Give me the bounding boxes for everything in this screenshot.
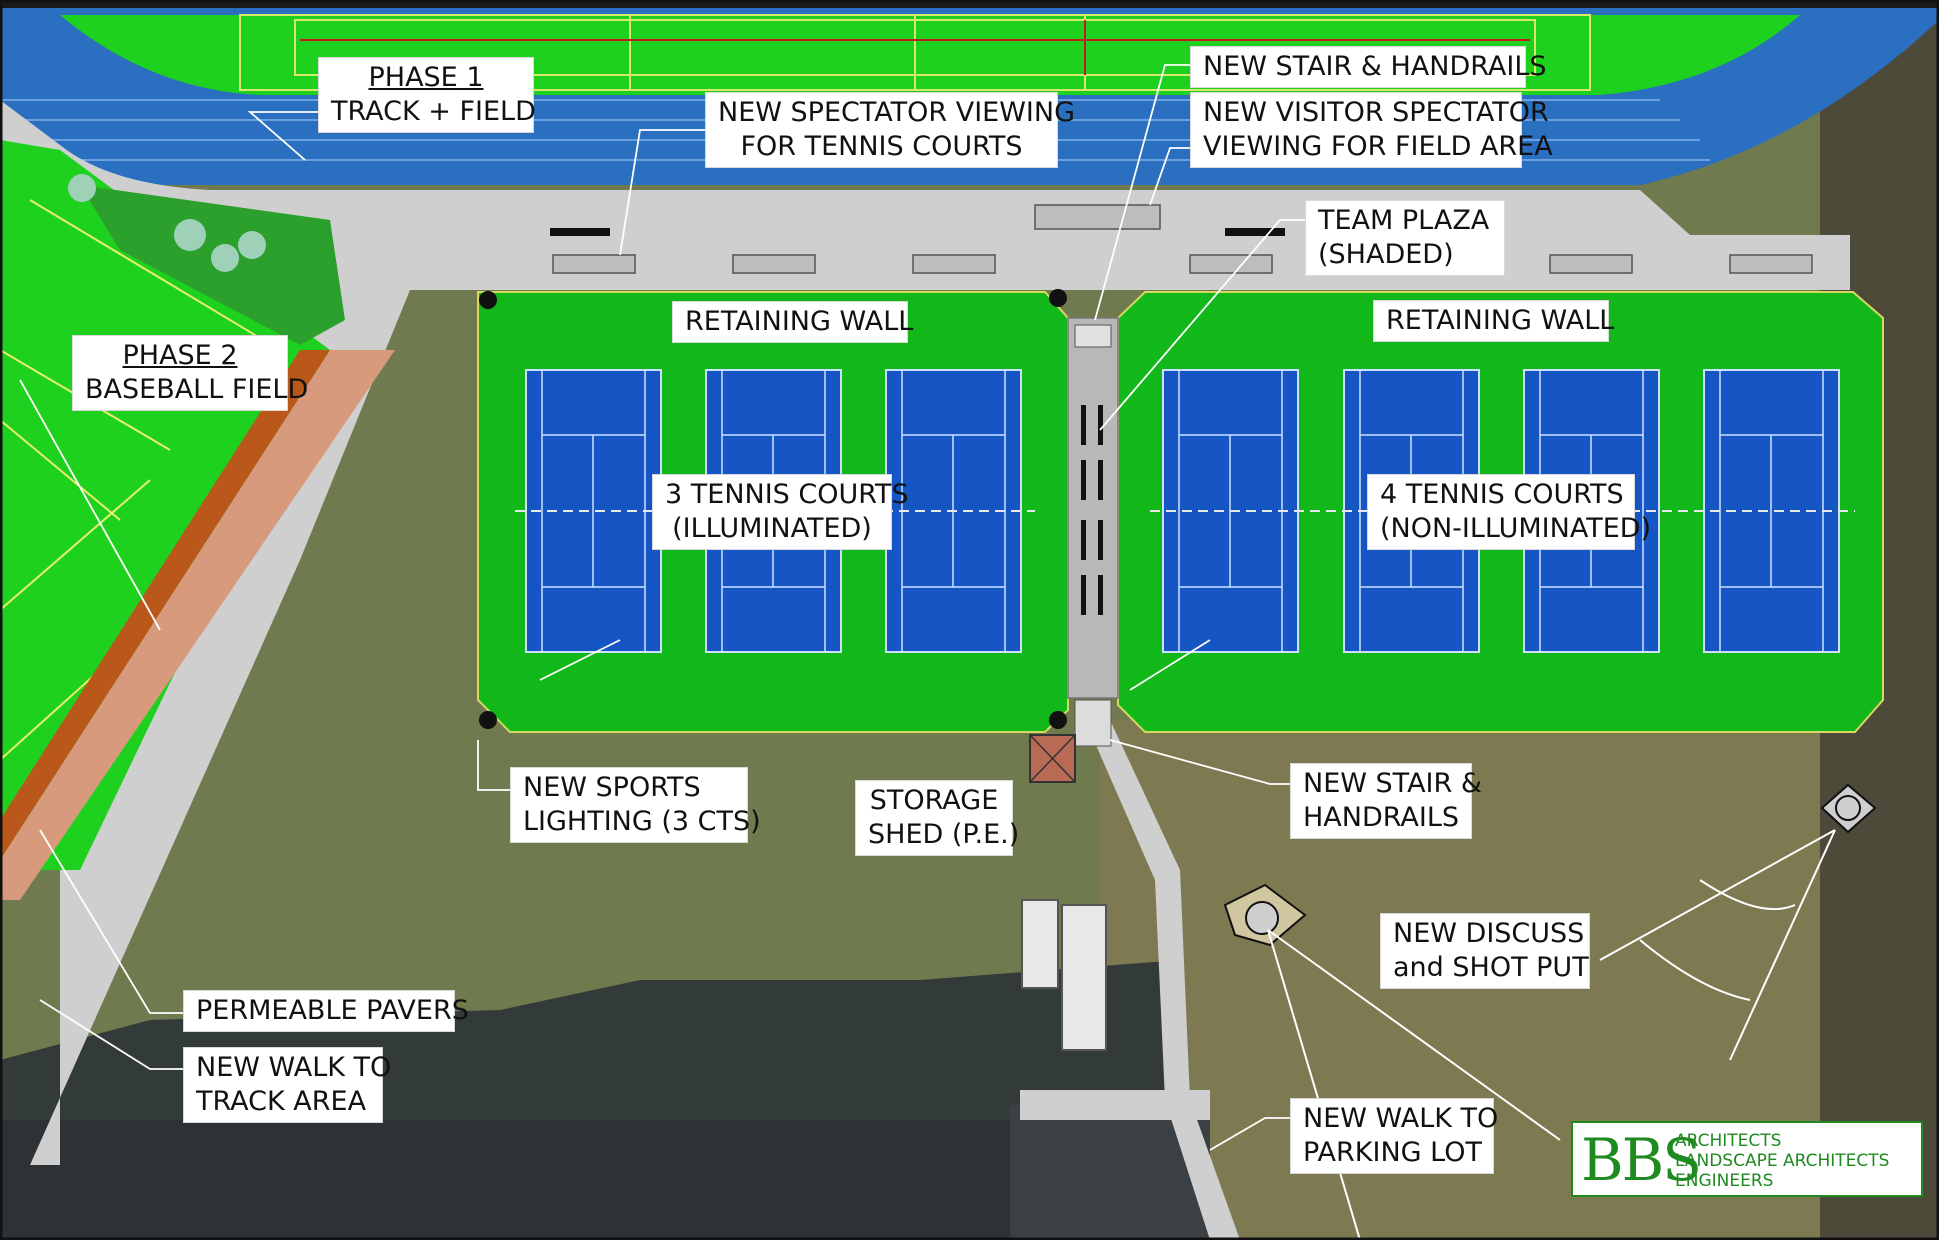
label-walk-parking-line1: NEW WALK TO — [1303, 1103, 1499, 1134]
shot-put-ring — [1835, 795, 1861, 821]
label-retaining-wall-right: RETAINING WALL — [1373, 300, 1615, 342]
label-retaining-wall-right-text: RETAINING WALL — [1386, 305, 1615, 336]
firm-logo-mark: BBS — [1581, 1126, 1702, 1194]
baseball-warning-track — [0, 350, 330, 860]
landscape-bed — [80, 185, 345, 345]
label-discus: NEW DISCUSS and SHOT PUT — [1380, 913, 1590, 989]
label-permeable-pavers: PERMEABLE PAVERS — [183, 990, 469, 1032]
label-walk-parking: NEW WALK TO PARKING LOT — [1290, 1098, 1499, 1174]
label-team-plaza-line1: TEAM PLAZA — [1318, 205, 1490, 236]
building-roof — [0, 1120, 1210, 1240]
spectator-benches — [552, 204, 1813, 274]
label-discus-line2: and SHOT PUT — [1393, 952, 1589, 983]
baseball-field — [0, 140, 330, 870]
discus-ring — [1245, 901, 1279, 935]
tree-1 — [68, 174, 96, 202]
tree-3 — [211, 244, 239, 272]
firm-logo-line1: ARCHITECTS — [1675, 1131, 1782, 1151]
label-walk-track-line2: TRACK AREA — [196, 1086, 367, 1117]
south-walk-cross — [1020, 1090, 1210, 1120]
label-storage-shed-line1: STORAGE — [869, 785, 999, 816]
south-walk — [1085, 720, 1240, 1240]
firm-logo: BBS ARCHITECTS LANDSCAPE ARCHITECTS ENGI… — [1571, 1121, 1923, 1197]
label-stair-top-line1: NEW STAIR & HANDRAILS — [1203, 51, 1547, 82]
label-stair-bottom: NEW STAIR & HANDRAILS — [1290, 763, 1482, 839]
label-walk-track-line1: NEW WALK TO — [196, 1052, 392, 1083]
label-discus-line1: NEW DISCUSS — [1393, 918, 1585, 949]
label-tennis-right-line2: (NON-ILLUMINATED) — [1380, 513, 1652, 544]
label-phase-2: PHASE 2 BASEBALL FIELD — [72, 335, 309, 411]
light-poles — [479, 228, 1285, 729]
label-visitor-spectator: NEW VISITOR SPECTATOR VIEWING FOR FIELD … — [1190, 92, 1553, 168]
label-phase-1-title: PHASE 1 — [368, 62, 484, 93]
tree-2 — [174, 219, 206, 251]
label-sports-lighting-line1: NEW SPORTS — [523, 772, 701, 803]
firm-logo-disciplines: ARCHITECTS LANDSCAPE ARCHITECTS ENGINEER… — [1675, 1131, 1889, 1191]
label-tennis-right-line1: 4 TENNIS COURTS — [1380, 479, 1624, 510]
label-spectator-tennis-line2: FOR TENNIS COURTS — [740, 131, 1023, 162]
stair-handrails — [1081, 405, 1103, 615]
firm-logo-line2: LANDSCAPE ARCHITECTS — [1675, 1151, 1890, 1171]
stair-treads-bottom — [1074, 699, 1112, 747]
label-stair-bottom-line1: NEW STAIR & — [1303, 768, 1482, 799]
tree-4 — [238, 231, 266, 259]
field-markings — [239, 14, 1591, 91]
stair-treads-top — [1074, 324, 1112, 348]
throwing-sectors — [1267, 829, 1836, 1240]
leader-lines — [19, 64, 1305, 1151]
pavers-strip — [0, 350, 395, 900]
label-visitor-spectator-line2: VIEWING FOR FIELD AREA — [1203, 131, 1553, 162]
label-retaining-wall-left: RETAINING WALL — [672, 301, 914, 343]
label-phase-1: PHASE 1 TRACK + FIELD — [318, 57, 536, 133]
label-spectator-tennis: NEW SPECTATOR VIEWING FOR TENNIS COURTS — [705, 92, 1075, 168]
label-stair-top: NEW STAIR & HANDRAILS — [1190, 46, 1547, 88]
field-red-lines — [300, 20, 1530, 75]
label-tennis-left: 3 TENNIS COURTS (ILLUMINATED) — [652, 474, 909, 550]
track-edge — [0, 0, 1939, 8]
label-visitor-spectator-line1: NEW VISITOR SPECTATOR — [1203, 97, 1549, 128]
label-permeable-pavers-text: PERMEABLE PAVERS — [196, 995, 469, 1026]
truck-2 — [1061, 904, 1107, 1051]
label-sports-lighting-line2: LIGHTING (3 CTS) — [523, 806, 761, 837]
label-walk-parking-line2: PARKING LOT — [1303, 1137, 1482, 1168]
label-storage-shed-line2: SHED (P.E.) — [868, 819, 1020, 850]
label-sports-lighting: NEW SPORTS LIGHTING (3 CTS) — [510, 767, 761, 843]
label-walk-track: NEW WALK TO TRACK AREA — [183, 1047, 392, 1123]
label-spectator-tennis-line1: NEW SPECTATOR VIEWING — [718, 97, 1075, 128]
central-stair — [1067, 317, 1119, 699]
label-phase-2-title: PHASE 2 — [122, 340, 238, 371]
truck-1 — [1021, 899, 1059, 989]
firm-logo-line3: ENGINEERS — [1675, 1171, 1774, 1191]
label-tennis-left-line1: 3 TENNIS COURTS — [665, 479, 909, 510]
label-storage-shed: STORAGE SHED (P.E.) — [855, 780, 1020, 856]
label-phase-1-subtitle: TRACK + FIELD — [331, 96, 536, 127]
label-stair-bottom-line2: HANDRAILS — [1303, 802, 1460, 833]
label-phase-2-subtitle: BASEBALL FIELD — [85, 374, 309, 405]
storage-shed-roof — [1029, 734, 1076, 783]
label-tennis-right: 4 TENNIS COURTS (NON-ILLUMINATED) — [1367, 474, 1652, 550]
label-team-plaza: TEAM PLAZA (SHADED) — [1305, 200, 1505, 276]
label-retaining-wall-left-text: RETAINING WALL — [685, 306, 914, 337]
label-tennis-left-line2: (ILLUMINATED) — [672, 513, 872, 544]
label-team-plaza-line2: (SHADED) — [1318, 239, 1454, 270]
